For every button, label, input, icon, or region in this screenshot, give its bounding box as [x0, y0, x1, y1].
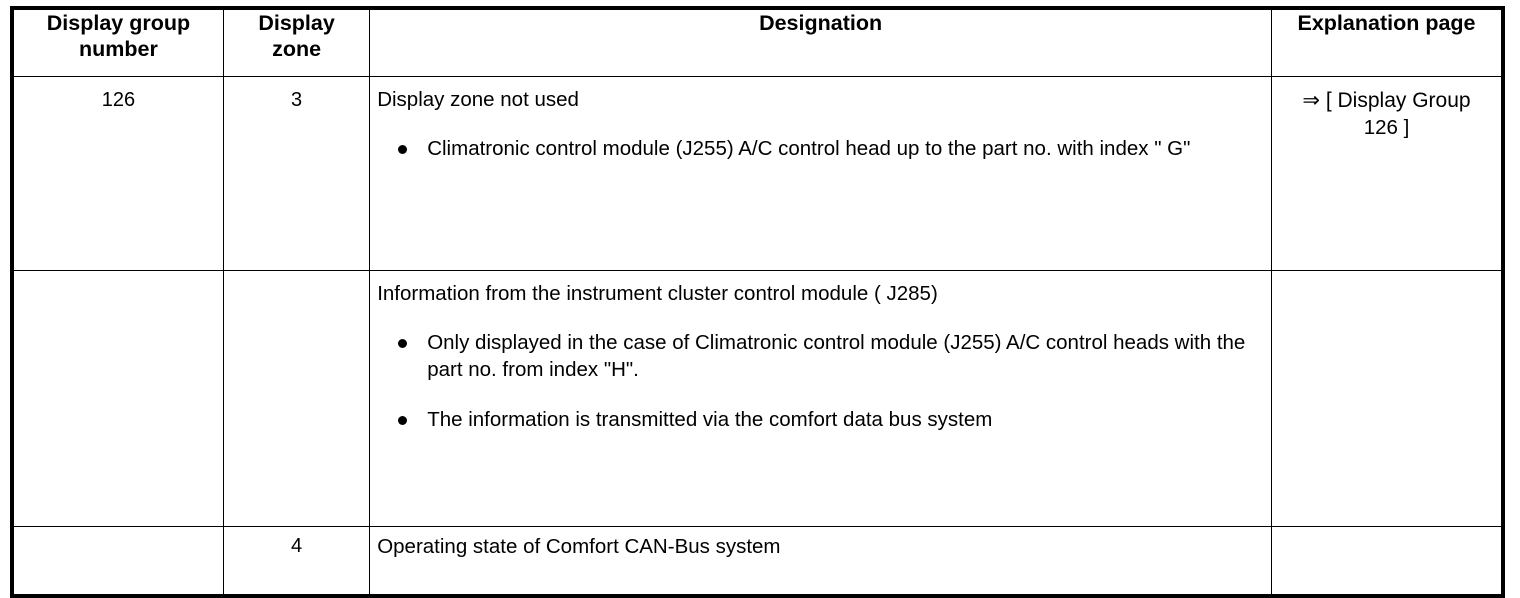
cell-display-group-number: [11, 526, 224, 597]
column-header-display-zone-line2: zone: [272, 37, 322, 62]
display-group-spec-table: Display group number Display zone Design…: [10, 6, 1505, 598]
cell-display-zone: 4: [222, 526, 371, 597]
table-row: 126 3 Display zone not used Climatronic …: [11, 76, 1504, 271]
cell-display-group-number: [11, 270, 224, 527]
bullet-dot-icon: [398, 144, 408, 154]
column-header-display-group-number-line1: Display group: [46, 11, 191, 35]
list-item: Only displayed in the case of Climatroni…: [377, 329, 1261, 384]
document-page: Display group number Display zone Design…: [10, 6, 1505, 598]
bullet-text: Only displayed in the case of Climatroni…: [427, 330, 1246, 382]
table-body: 126 3 Display zone not used Climatronic …: [11, 76, 1504, 597]
column-header-display-zone-line1: Display: [258, 11, 335, 35]
cell-explanation-page: [1271, 526, 1504, 597]
table-header: Display group number Display zone Design…: [11, 7, 1504, 77]
column-header-display-zone: Display zone: [222, 7, 371, 77]
explanation-link-line2[interactable]: 126 ]: [1363, 115, 1410, 139]
designation-lead-text: Information from the instrument cluster …: [377, 282, 938, 305]
table-row: 4 Operating state of Comfort CAN-Bus sys…: [11, 526, 1504, 597]
cell-designation: Display zone not used Climatronic contro…: [369, 76, 1273, 271]
bullet-dot-icon: [398, 416, 408, 426]
list-item: Climatronic control module (J255) A/C co…: [377, 135, 1261, 163]
designation-lead-text: Operating state of Comfort CAN-Bus syste…: [377, 535, 781, 558]
table-header-row: Display group number Display zone Design…: [11, 7, 1504, 77]
column-header-explanation-page: Explanation page: [1271, 7, 1504, 77]
list-item: The information is transmitted via the c…: [377, 406, 1261, 434]
explanation-link-line1[interactable]: ⇒ [ Display Group: [1302, 89, 1471, 112]
cell-designation: Information from the instrument cluster …: [369, 270, 1273, 527]
bullet-text: The information is transmitted via the c…: [427, 407, 993, 431]
cell-explanation-page: ⇒ [ Display Group 126 ]: [1271, 76, 1504, 271]
designation-lead-text: Display zone not used: [377, 88, 579, 111]
bullet-dot-icon: [398, 338, 408, 348]
column-header-display-group-number-line2: number: [79, 37, 158, 62]
cell-explanation-page: [1271, 270, 1504, 527]
column-header-display-group-number: Display group number: [11, 7, 224, 77]
designation-bullet-list: Only displayed in the case of Climatroni…: [377, 329, 1261, 434]
table-row: Information from the instrument cluster …: [11, 270, 1504, 527]
designation-bullet-list: Climatronic control module (J255) A/C co…: [377, 135, 1261, 163]
cell-display-group-number: 126: [11, 76, 224, 271]
cell-display-zone: [222, 270, 371, 527]
column-header-designation: Designation: [369, 7, 1273, 77]
cell-display-zone: 3: [222, 76, 371, 271]
bullet-text: Climatronic control module (J255) A/C co…: [427, 136, 1191, 160]
cell-designation: Operating state of Comfort CAN-Bus syste…: [369, 526, 1273, 597]
